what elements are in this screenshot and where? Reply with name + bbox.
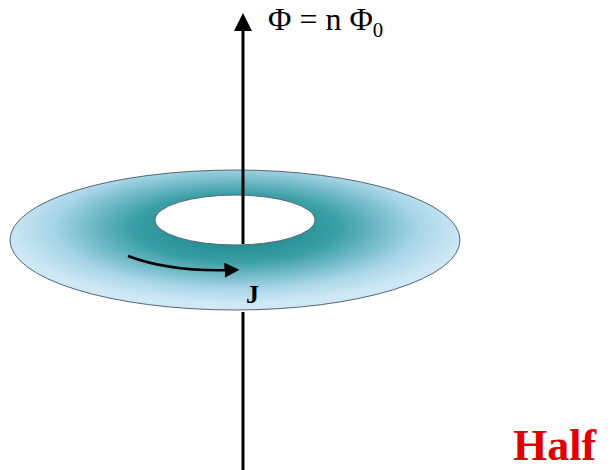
superconducting-ring [10, 170, 460, 310]
current-arrow [128, 256, 232, 270]
formula-text: Φ = n Φ [268, 1, 373, 37]
flux-arrow-lower [242, 312, 245, 470]
flux-label: Φ = n Φ0 [268, 3, 383, 41]
flux-arrow [242, 22, 245, 244]
current-label: J [246, 282, 259, 308]
formula-subscript: 0 [373, 18, 383, 41]
heading-text: Half [513, 424, 596, 468]
